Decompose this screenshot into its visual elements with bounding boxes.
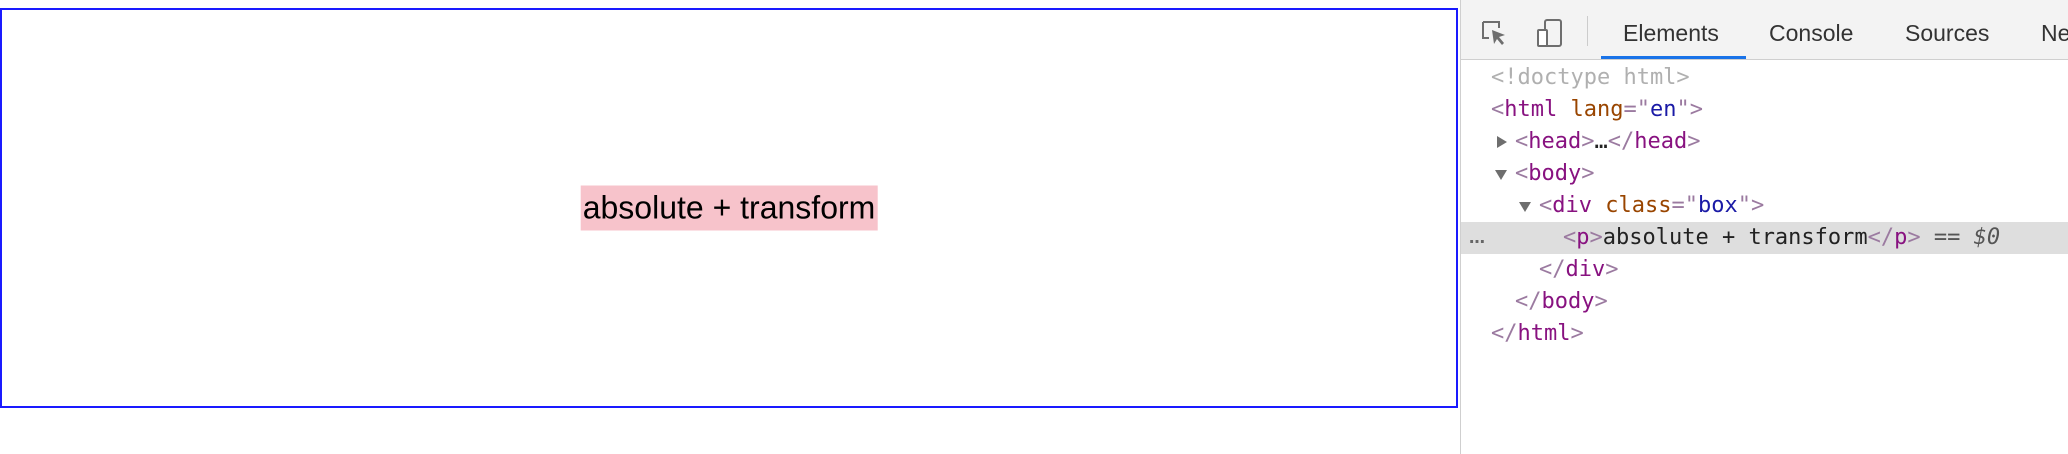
dom-node-html[interactable]: <html lang="en"> [1491, 97, 1703, 122]
toolbar-separator [1587, 16, 1588, 46]
collapse-arrow-icon[interactable] [1495, 170, 1507, 180]
device-toolbar-icon[interactable] [1535, 18, 1565, 48]
devtools-toolbar: Elements Console Sources Ne [1461, 0, 2068, 60]
more-actions-icon[interactable]: … [1469, 228, 1486, 247]
dom-node-body-close[interactable]: </body> [1515, 289, 1608, 314]
dom-node-doctype[interactable]: <!doctype html> [1491, 65, 1690, 90]
tab-elements[interactable]: Elements [1623, 20, 1719, 46]
element-picker-icon[interactable] [1479, 18, 1509, 48]
dom-node-head[interactable]: <head>…</head> [1461, 126, 2068, 158]
dom-node-div-close[interactable]: </div> [1539, 257, 1619, 282]
active-tab-indicator [1601, 56, 1746, 59]
dom-node-body[interactable]: <body> [1461, 158, 2068, 190]
page-viewport: absolute + transform [0, 8, 1458, 408]
collapse-arrow-icon[interactable] [1519, 202, 1531, 212]
dom-node-div-box[interactable]: <div class="box"> [1461, 190, 2068, 222]
dom-node-html-close[interactable]: </html> [1491, 321, 1584, 346]
expand-arrow-icon[interactable] [1497, 136, 1507, 148]
dom-node-p-selected[interactable]: … <p>absolute + transform</p> == $0 [1461, 222, 2068, 254]
tab-network-truncated[interactable]: Ne [2041, 20, 2068, 46]
devtools-panel: Elements Console Sources Ne <!doctype ht… [1460, 0, 2068, 454]
tab-sources[interactable]: Sources [1905, 20, 1990, 46]
box-div: absolute + transform [0, 8, 1458, 408]
tab-console[interactable]: Console [1769, 20, 1854, 46]
centered-paragraph: absolute + transform [580, 185, 878, 231]
